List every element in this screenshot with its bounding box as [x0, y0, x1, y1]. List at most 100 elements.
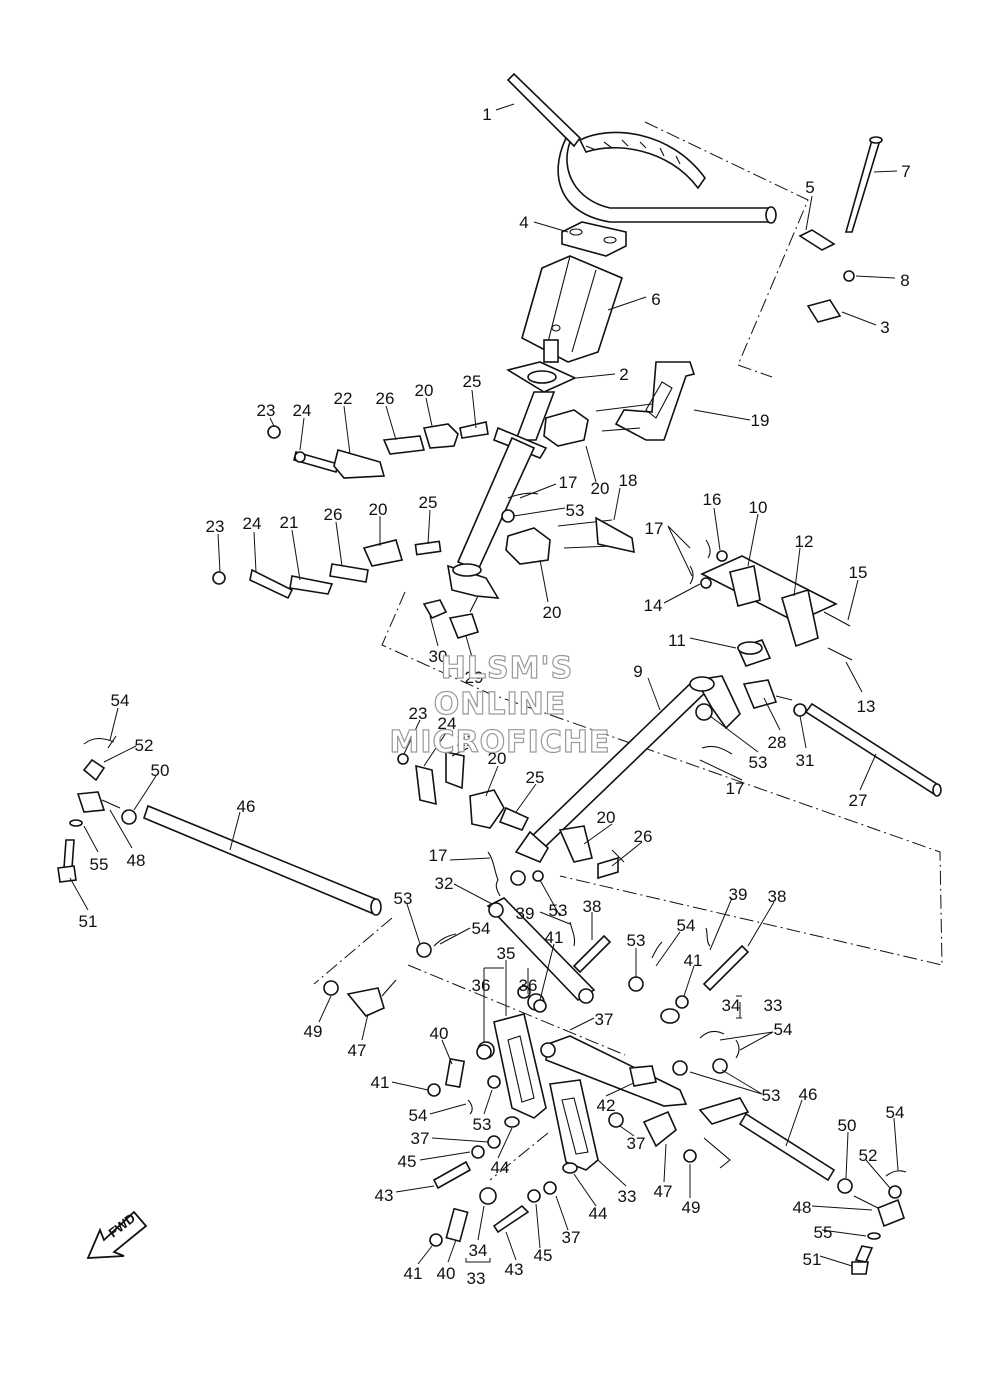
callout-16: 16: [703, 490, 722, 509]
callout-35: 35: [497, 944, 516, 963]
callout-49: 49: [304, 1022, 323, 1041]
callout-50: 50: [838, 1116, 857, 1135]
callout-5: 5: [805, 178, 814, 197]
callout-15: 15: [849, 563, 868, 582]
pivot-bolt: [422, 595, 480, 639]
callout-19: 19: [751, 411, 770, 430]
callout-27: 27: [849, 791, 868, 810]
callout-43: 43: [505, 1260, 524, 1279]
callout-54: 54: [409, 1106, 428, 1125]
callout-11: 11: [668, 631, 686, 650]
callout-3: 3: [880, 318, 889, 337]
callout-53: 53: [549, 901, 568, 920]
callout-39: 39: [729, 885, 748, 904]
callout-14: 14: [644, 596, 663, 615]
small-parts: [323, 229, 855, 1247]
callout-13: 13: [857, 697, 876, 716]
callout-9: 9: [633, 662, 642, 681]
callout-41: 41: [545, 928, 564, 947]
bell-crank-arm-right: [549, 1079, 599, 1171]
callout-26: 26: [376, 389, 395, 408]
callout-1: 1: [482, 105, 491, 124]
callout-23: 23: [409, 704, 428, 723]
callout-25: 25: [526, 768, 545, 787]
callout-37: 37: [627, 1134, 646, 1153]
callout-44: 44: [491, 1158, 510, 1177]
callout-51: 51: [79, 912, 98, 931]
callout-23: 23: [206, 517, 225, 536]
spring-clips: [83, 492, 907, 1177]
callout-53: 53: [394, 889, 413, 908]
callout-37: 37: [411, 1129, 430, 1148]
callout-29: 29: [465, 668, 484, 687]
callout-42: 42: [597, 1096, 616, 1115]
callout-30: 30: [429, 647, 448, 666]
callout-34: 34: [469, 1241, 488, 1260]
callout-52: 52: [135, 736, 154, 755]
callout-46: 46: [799, 1085, 818, 1104]
lower-clamps: [362, 516, 635, 567]
callout-34: 34: [722, 996, 741, 1015]
callout-53: 53: [566, 501, 585, 520]
callout-8: 8: [900, 271, 909, 290]
callout-26: 26: [324, 505, 343, 524]
watermark-line-1: HLSM'S: [441, 651, 573, 686]
callout-48: 48: [127, 851, 146, 870]
callout-20: 20: [488, 749, 507, 768]
callout-10: 10: [749, 498, 768, 517]
pin-bolt: [844, 136, 883, 233]
reference-lines: [313, 121, 943, 1181]
callout-54: 54: [886, 1103, 905, 1122]
callout-54: 54: [774, 1020, 793, 1039]
callout-36: 36: [519, 976, 538, 995]
callout-40: 40: [430, 1024, 449, 1043]
callout-31: 31: [796, 751, 815, 770]
callout-46: 46: [237, 797, 256, 816]
callout-40: 40: [437, 1264, 456, 1283]
callout-21: 21: [280, 513, 299, 532]
callout-21: 21: [457, 731, 476, 750]
lower-link-assembly: [212, 563, 369, 600]
callout-24: 24: [293, 401, 312, 420]
callout-53: 53: [762, 1086, 781, 1105]
callout-25: 25: [419, 493, 438, 512]
column-bracket: [595, 361, 696, 441]
callout-2: 2: [619, 365, 628, 384]
callout-18: 18: [619, 471, 638, 490]
fwd-arrow-icon: FWD: [86, 1210, 148, 1259]
callout-45: 45: [534, 1246, 553, 1265]
callout-28: 28: [768, 733, 787, 752]
callout-17: 17: [559, 473, 578, 492]
upper-holder: [561, 221, 627, 257]
callout-26: 26: [634, 827, 653, 846]
callout-53: 53: [473, 1115, 492, 1134]
callout-17: 17: [429, 846, 448, 865]
relay-rod: [540, 1035, 688, 1107]
handlebar-pad: [521, 255, 623, 363]
callout-33: 33: [618, 1187, 637, 1206]
callout-17: 17: [645, 519, 664, 538]
callout-51: 51: [803, 1250, 822, 1269]
callout-20: 20: [591, 479, 610, 498]
callout-4: 4: [519, 213, 528, 232]
bolts: [346, 934, 750, 1234]
callout-54: 54: [677, 916, 696, 935]
callout-25: 25: [463, 372, 482, 391]
callout-45: 45: [398, 1152, 417, 1171]
callout-54: 54: [111, 691, 130, 710]
right-lower-tie-rod: [738, 1112, 905, 1275]
leader-lines: [69, 103, 899, 1267]
upper-clamps: [422, 409, 589, 449]
handlebar: [506, 72, 777, 224]
callout-49: 49: [682, 1198, 701, 1217]
callout-20: 20: [415, 381, 434, 400]
callout-47: 47: [654, 1182, 673, 1201]
callout-37: 37: [595, 1010, 614, 1029]
callout-53: 53: [749, 753, 768, 772]
callout-37: 37: [562, 1228, 581, 1247]
callout-6: 6: [651, 290, 660, 309]
callout-20: 20: [369, 500, 388, 519]
right-bracket: [700, 550, 853, 667]
